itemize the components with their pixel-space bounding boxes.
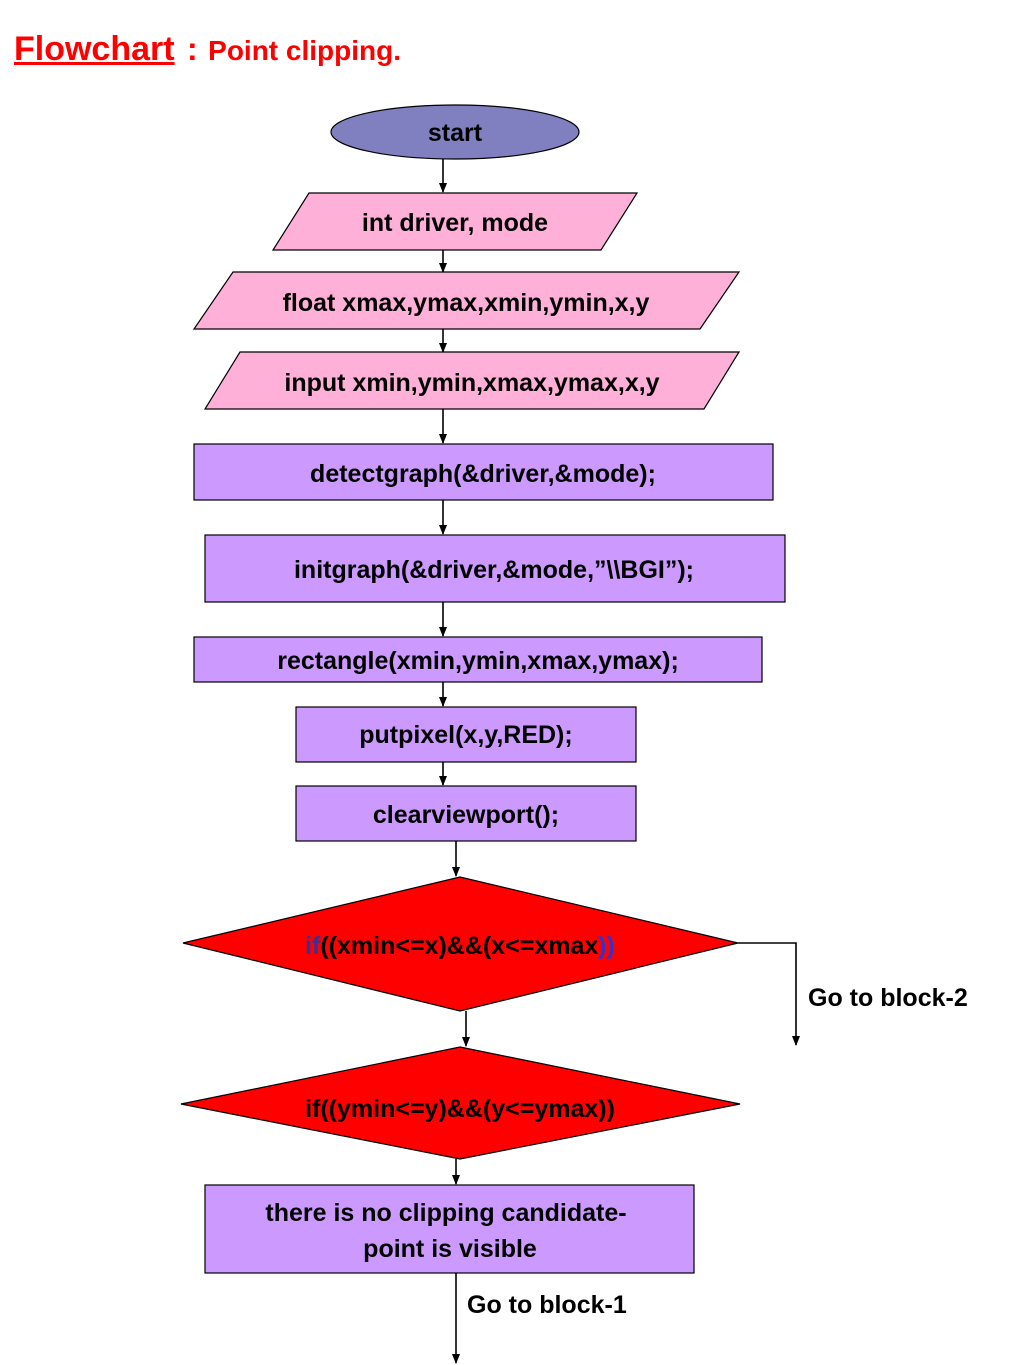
initgraph-node: initgraph(&driver,&mode,”\\BGI”); <box>204 534 786 603</box>
putpixel-node: putpixel(x,y,RED); <box>295 706 637 763</box>
decision-x-body: ((xmin<=x)&&(x<=xmax <box>320 932 598 960</box>
start-shape <box>330 104 580 160</box>
page-title: Flowchart : Point clipping. <box>14 30 401 69</box>
declare-int-shape <box>271 192 639 251</box>
clearviewport-node: clearviewport(); <box>295 785 637 842</box>
start-node: start <box>330 104 580 160</box>
declare-float-shape <box>192 271 741 330</box>
declare-int-label: int driver, mode <box>362 209 548 237</box>
declare-int-node: int driver, mode <box>271 192 639 251</box>
input-node: input xmin,ymin,xmax,ymax,x,y <box>203 351 741 410</box>
title-subtitle: Point clipping. <box>208 35 402 66</box>
putpixel-label: putpixel(x,y,RED); <box>359 721 572 749</box>
input-label: input xmin,ymin,xmax,ymax,x,y <box>284 369 659 397</box>
start-label: start <box>428 119 483 147</box>
initgraph-shape <box>204 534 786 603</box>
decision-y-node: if((ymin<=y)&&(y<=ymax)) <box>180 1046 741 1160</box>
decision-y-label: if((ymin<=y)&&(y<=ymax)) <box>305 1095 615 1123</box>
title-main: Flowchart <box>14 30 175 68</box>
initgraph-label: initgraph(&driver,&mode,”\\BGI”); <box>294 556 694 584</box>
rectangle-shape <box>193 636 763 683</box>
visible-node: there is no clipping candidate- point is… <box>204 1184 695 1274</box>
visible-label-line1: there is no clipping candidate- <box>265 1199 626 1227</box>
decision-x-keyword: if <box>305 932 321 960</box>
decision-x-label: if((xmin<=x)&&(x<=xmax)) <box>305 932 615 960</box>
putpixel-shape <box>295 706 637 763</box>
visible-label-line2: point is visible <box>363 1235 537 1263</box>
declare-float-label: float xmax,ymax,xmin,ymin,x,y <box>283 289 650 317</box>
visible-shape <box>204 1184 695 1274</box>
goto-block2-label: Go to block-2 <box>808 984 968 1012</box>
decision-x-shape <box>182 876 739 1012</box>
clearviewport-shape <box>295 785 637 842</box>
decision-y-shape <box>180 1046 741 1160</box>
arrow-decision-x-to-block2 <box>738 942 800 1046</box>
decision-x-node: if((xmin<=x)&&(x<=xmax)) <box>182 876 739 1012</box>
goto-block1-label: Go to block-1 <box>467 1291 627 1319</box>
connectors <box>439 158 800 1364</box>
detectgraph-label: detectgraph(&driver,&mode); <box>310 460 656 488</box>
input-shape <box>203 351 741 410</box>
detectgraph-shape <box>193 443 774 501</box>
rectangle-label: rectangle(xmin,ymin,xmax,ymax); <box>277 647 679 675</box>
declare-float-node: float xmax,ymax,xmin,ymin,x,y <box>192 271 741 330</box>
clearviewport-label: clearviewport(); <box>373 801 559 829</box>
title-separator: : <box>187 31 198 67</box>
rectangle-node: rectangle(xmin,ymin,xmax,ymax); <box>193 636 763 683</box>
detectgraph-node: detectgraph(&driver,&mode); <box>193 443 774 501</box>
decision-x-close: )) <box>598 932 615 960</box>
